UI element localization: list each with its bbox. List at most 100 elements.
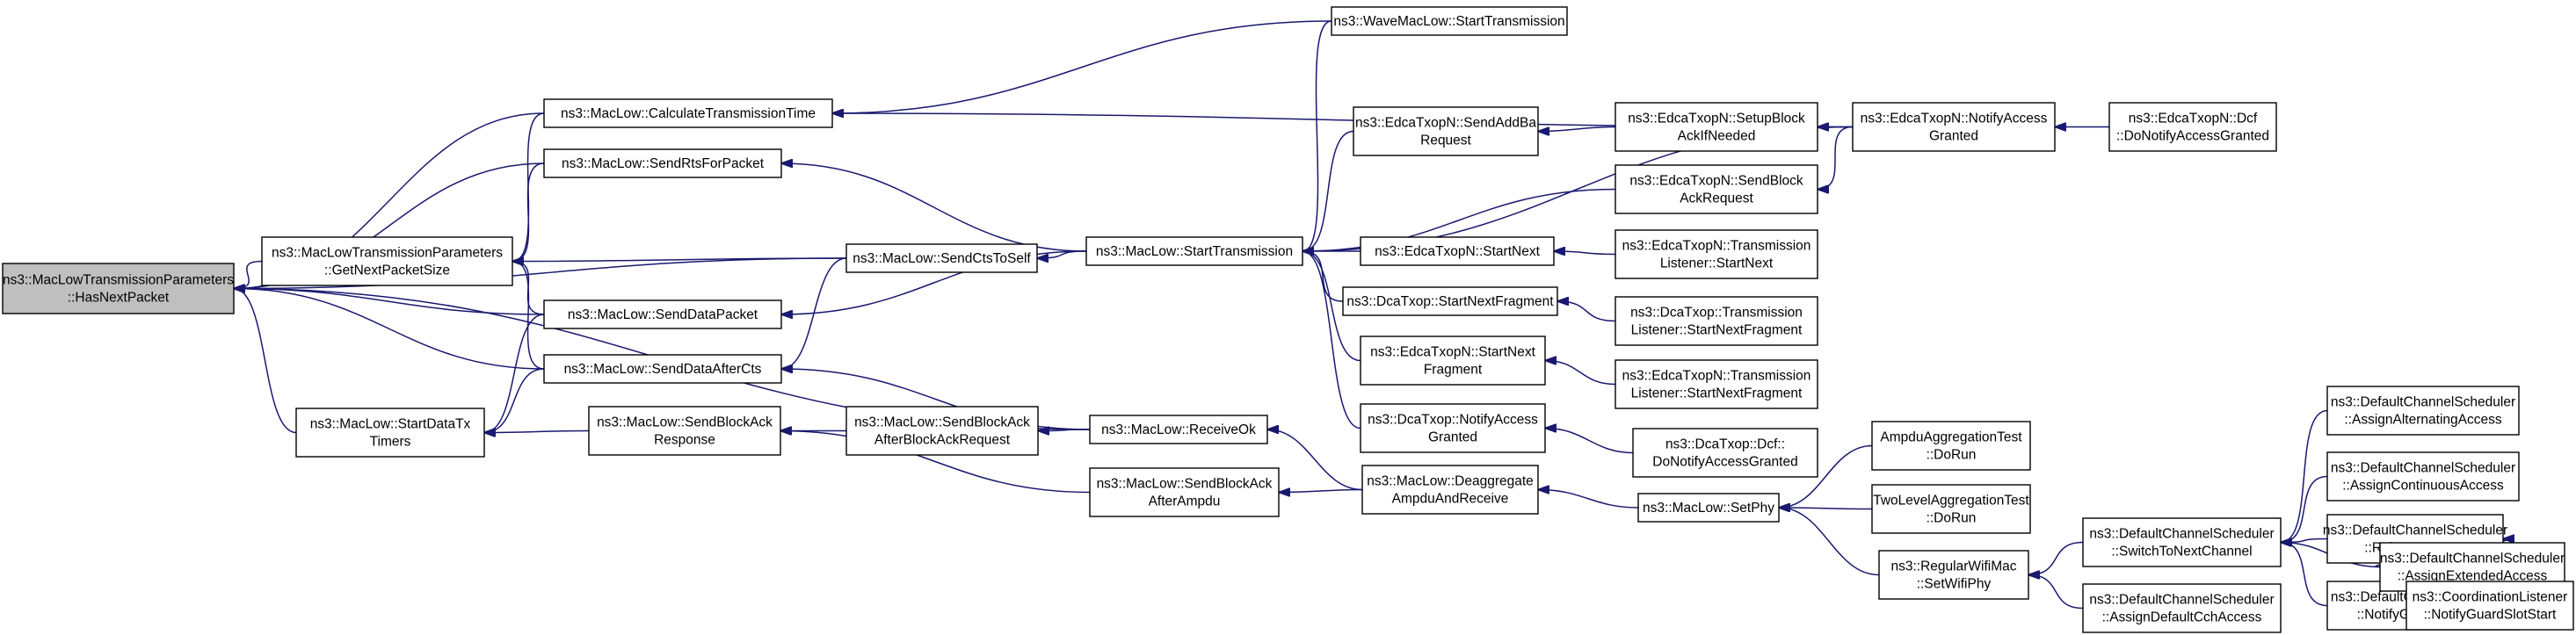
node-dcsAssignAlternating[interactable]: ns3::DefaultChannelScheduler::AssignAlte…: [2326, 386, 2520, 436]
node-label-sendBlockAckResponse-line-0: ns3::MacLow::SendBlockAck: [597, 415, 773, 430]
node-dcaTxListenerStartNextFragment[interactable]: ns3::DcaTxop::TransmissionListener::Star…: [1615, 296, 1818, 346]
node-startTransmission[interactable]: ns3::MacLow::StartTransmission: [1085, 236, 1303, 266]
node-box-dcaDcfDoNotify: [1632, 428, 1818, 478]
edge-edcaSendAddBa-to-startTransmission: [1303, 130, 1354, 252]
node-box-edcaStartNext: [1360, 236, 1555, 266]
node-label-dcsAssignExtended-line-1: ::AssignExtendedAccess: [2398, 569, 2548, 584]
node-sendRts[interactable]: ns3::MacLow::SendRtsForPacket: [543, 148, 782, 178]
edge-startDataTxTimers-to-hasNextPacket: [234, 289, 297, 434]
node-label-sendDataPacket-line-0: ns3::MacLow::SendDataPacket: [568, 307, 758, 322]
node-edcaStartNextFragment[interactable]: ns3::EdcaTxopN::StartNextFragment: [1360, 336, 1546, 386]
node-edcaTxListenerStartNext[interactable]: ns3::EdcaTxopN::TransmissionListener::St…: [1615, 229, 1818, 279]
node-twoLevelAggTest[interactable]: TwoLevelAggregationTest::DoRun: [1871, 484, 2031, 534]
node-box-ampduAggTest: [1871, 421, 2031, 471]
node-label-coordListenerNotifyGuardSlot-line-1: ::NotifyGuardSlotStart: [2424, 608, 2557, 623]
edge-dcsAssignContinuous-to-dcsSwitchToNextChannel: [2281, 475, 2328, 543]
node-box-dcaStartNextFragment: [1342, 286, 1558, 316]
node-label-ampduAggTest-line-0: AmpduAggregationTest: [1880, 430, 2022, 445]
node-edcaDcfDoNotify[interactable]: ns3::EdcaTxopN::Dcf::DoNotifyAccessGrant…: [2108, 102, 2277, 152]
node-label-dcaDcfDoNotify-line-1: DoNotifyAccessGranted: [1652, 455, 1797, 470]
node-getNextPacketSize[interactable]: ns3::MacLowTransmissionParameters::GetNe…: [261, 236, 513, 286]
node-label-calcTxTime-line-0: ns3::MacLow::CalculateTransmissionTime: [561, 106, 816, 121]
edge-deaggregate-to-sendBlockAckAfterAmpdu: [1279, 490, 1363, 493]
node-label-dcsAssignDefaultCch-line-0: ns3::DefaultChannelScheduler: [2089, 593, 2274, 608]
node-box-edcaSendAddBa: [1353, 106, 1539, 156]
node-box-startTransmission: [1085, 236, 1303, 266]
node-label-getNextPacketSize-line-0: ns3::MacLowTransmissionParameters: [272, 246, 503, 261]
node-box-sendDataPacket: [543, 299, 782, 329]
node-dcsAssignDefaultCch[interactable]: ns3::DefaultChannelScheduler::AssignDefa…: [2082, 583, 2282, 633]
edge-sendBlockAckAfterAmpdu-to-sendBlockAckResponse: [780, 431, 1091, 494]
node-label-getNextPacketSize-line-1: ::GetNextPacketSize: [324, 263, 450, 278]
node-sendDataPacket[interactable]: ns3::MacLow::SendDataPacket: [543, 299, 782, 329]
node-label-dcsAssignAlternating-line-0: ns3::DefaultChannelScheduler: [2331, 395, 2515, 410]
node-label-dcaStartNextFragment-line-0: ns3::DcaTxop::StartNextFragment: [1346, 294, 1554, 309]
node-label-edcaDcfDoNotify-line-0: ns3::EdcaTxopN::Dcf: [2129, 112, 2258, 126]
node-box-coordListenerNotifyGuardSlot: [2405, 581, 2574, 631]
edge-startTransmission-to-sendRts: [781, 163, 1087, 252]
node-box-edcaDcfDoNotify: [2108, 102, 2277, 152]
node-box-edcaNotifyAccessGranted: [1852, 102, 2056, 152]
node-label-sendRts-line-0: ns3::MacLow::SendRtsForPacket: [562, 156, 765, 171]
node-box-receiveOk: [1089, 415, 1268, 444]
node-label-edcaSendBlockAckReq-line-1: AckRequest: [1680, 191, 1753, 206]
node-calcTxTime[interactable]: ns3::MacLow::CalculateTransmissionTime: [543, 98, 833, 128]
node-box-edcaTxListenerStartNext: [1615, 229, 1818, 279]
node-box-dcsSwitchToNextChannel: [2082, 517, 2282, 567]
node-dcaDcfDoNotify[interactable]: ns3::DcaTxop::Dcf::DoNotifyAccessGranted: [1632, 428, 1818, 478]
node-box-dcsAssignDefaultCch: [2082, 583, 2282, 633]
node-sendBlockAckAfterReq[interactable]: ns3::MacLow::SendBlockAckAfterBlockAckRe…: [845, 406, 1039, 456]
edge-deaggregate-to-receiveOk: [1267, 429, 1363, 491]
node-dcsSwitchToNextChannel[interactable]: ns3::DefaultChannelScheduler::SwitchToNe…: [2082, 517, 2282, 567]
node-edcaTxListenerStartNextFragment[interactable]: ns3::EdcaTxopN::TransmissionListener::St…: [1615, 359, 1818, 409]
node-sendDataAfterCts[interactable]: ns3::MacLow::SendDataAfterCts: [543, 354, 782, 384]
node-label-dcsReleaseAccess-line-0: ns3::DefaultChannelScheduler: [2323, 523, 2507, 538]
node-label-dcaTxListenerStartNextFragment-line-0: ns3::DcaTxop::Transmission: [1630, 306, 1803, 321]
node-box-dcaTxListenerStartNextFragment: [1615, 296, 1818, 346]
node-label-sendBlockAckAfterReq-line-0: ns3::MacLow::SendBlockAck: [854, 415, 1030, 430]
node-label-startTransmission-line-0: ns3::MacLow::StartTransmission: [1096, 244, 1293, 259]
node-label-dcaTxListenerStartNextFragment-line-1: Listener::StartNextFragment: [1631, 323, 1803, 338]
node-box-waveStartTx: [1331, 6, 1568, 36]
node-dcsAssignContinuous[interactable]: ns3::DefaultChannelScheduler::AssignCont…: [2326, 451, 2520, 502]
node-dcsAssignExtended[interactable]: ns3::DefaultChannelScheduler::AssignExte…: [2379, 542, 2565, 592]
edge-dcsAssignDefaultCch-to-regularWifiSetWifiPhy: [2028, 575, 2084, 610]
node-label-hasNextPacket-line-0: ns3::MacLowTransmissionParameters: [3, 273, 234, 288]
node-dcaStartNextFragment[interactable]: ns3::DcaTxop::StartNextFragment: [1342, 286, 1558, 316]
node-edcaNotifyAccessGranted[interactable]: ns3::EdcaTxopN::NotifyAccessGranted: [1852, 102, 2056, 152]
node-label-hasNextPacket-line-1: ::HasNextPacket: [68, 291, 170, 306]
node-box-hasNextPacket: [2, 263, 235, 314]
node-label-edcaSetupBlockAck-line-0: ns3::EdcaTxopN::SetupBlock: [1628, 112, 1805, 126]
edge-ampduAggTest-to-setPhy: [1779, 444, 1873, 509]
edge-twoLevelAggTest-to-setPhy: [1779, 508, 1873, 509]
node-sendCtsToSelf[interactable]: ns3::MacLow::SendCtsToSelf: [845, 243, 1038, 273]
node-hasNextPacket[interactable]: ns3::MacLowTransmissionParameters::HasNe…: [2, 263, 235, 314]
node-dcaNotifyAccessGranted[interactable]: ns3::DcaTxop::NotifyAccessGranted: [1360, 403, 1546, 453]
node-label-dcsSwitchToNextChannel-line-1: ::SwitchToNextChannel: [2111, 545, 2252, 559]
node-box-sendBlockAckResponse: [588, 406, 781, 456]
node-receiveOk[interactable]: ns3::MacLow::ReceiveOk: [1089, 415, 1268, 444]
node-label-dcsAssignDefaultCch-line-1: ::AssignDefaultCchAccess: [2102, 610, 2262, 625]
node-edcaStartNext[interactable]: ns3::EdcaTxopN::StartNext: [1360, 236, 1555, 266]
node-label-dcsAssignExtended-line-0: ns3::DefaultChannelScheduler: [2380, 552, 2565, 566]
node-setPhy[interactable]: ns3::MacLow::SetPhy: [1637, 493, 1780, 523]
node-label-dcaDcfDoNotify-line-0: ns3::DcaTxop::Dcf::: [1665, 437, 1785, 452]
node-ampduAggTest[interactable]: AmpduAggregationTest::DoRun: [1871, 421, 2031, 471]
node-box-deaggregate: [1361, 465, 1539, 515]
node-label-edcaTxListenerStartNextFragment-line-1: Listener::StartNextFragment: [1631, 386, 1803, 401]
node-label-edcaTxListenerStartNext-line-0: ns3::EdcaTxopN::Transmission: [1622, 239, 1811, 254]
edge-sendCtsToSelf-to-getNextPacketSize: [512, 258, 847, 262]
node-regularWifiSetWifiPhy[interactable]: ns3::RegularWifiMac::SetWifiPhy: [1878, 550, 2029, 600]
edge-sendCtsToSelf-to-hasNextPacket: [234, 257, 847, 289]
node-coordListenerNotifyGuardSlot[interactable]: ns3::CoordinationListener::NotifyGuardSl…: [2405, 581, 2574, 631]
node-label-sendBlockAckResponse-line-1: Response: [654, 433, 715, 448]
node-waveStartTx[interactable]: ns3::WaveMacLow::StartTransmission: [1331, 6, 1568, 36]
edge-dcaNotifyAccessGranted-to-startTransmission: [1303, 251, 1361, 429]
